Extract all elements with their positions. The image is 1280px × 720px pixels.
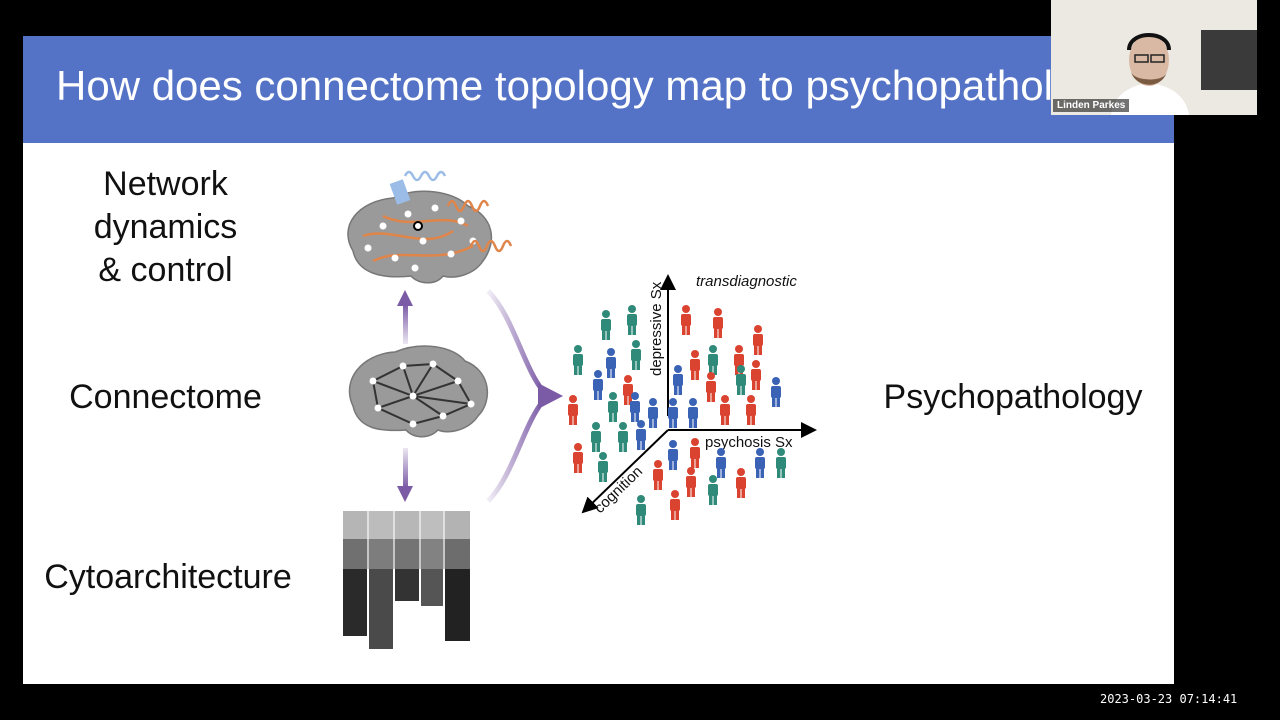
arrow-down-to-cyto xyxy=(397,448,413,502)
person-figure xyxy=(736,468,746,498)
person-figure xyxy=(690,350,700,380)
person-figure xyxy=(601,310,611,340)
brain-connectome-icon xyxy=(348,345,489,438)
axis-label-depressive: depressive Sx xyxy=(648,281,665,376)
axis-label-psychosis: psychosis Sx xyxy=(705,434,793,451)
person-figure xyxy=(673,365,683,395)
person-figure xyxy=(670,490,680,520)
person-figure xyxy=(608,392,618,422)
person-figure xyxy=(708,475,718,505)
label-cytoarchitecture: Cytoarchitecture xyxy=(44,558,292,596)
person-figure xyxy=(598,452,608,482)
webcam-tile[interactable]: Linden Parkes xyxy=(1051,0,1257,115)
person-figure xyxy=(573,345,583,375)
person-figure xyxy=(753,325,763,355)
person-figure xyxy=(668,398,678,428)
person-figure xyxy=(688,398,698,428)
label-transdiagnostic: transdiagnostic xyxy=(696,273,797,290)
recording-timestamp: 2023-03-23 07:14:41 xyxy=(1100,692,1238,706)
person-figure xyxy=(771,377,781,407)
person-figure xyxy=(708,345,718,375)
person-figure xyxy=(720,395,730,425)
participant-video xyxy=(1051,0,1257,115)
person-figure xyxy=(736,365,746,395)
person-figure xyxy=(631,340,641,370)
person-figure xyxy=(686,467,696,497)
diagram: depressive Sx psychosis Sx cognition tra… xyxy=(343,170,817,649)
arrow-up-to-dynamics xyxy=(397,290,413,344)
label-connectome: Connectome xyxy=(69,378,262,416)
person-figure xyxy=(573,443,583,473)
person-figure xyxy=(627,305,637,335)
cytoarchitecture-image xyxy=(343,511,470,649)
person-figure xyxy=(755,448,765,478)
slide-header: How does connectome topology map to psyc… xyxy=(23,36,1174,143)
person-figure xyxy=(606,348,616,378)
person-figure xyxy=(568,395,578,425)
person-figure xyxy=(706,372,716,402)
person-figure xyxy=(623,375,633,405)
person-figure xyxy=(716,448,726,478)
person-figure xyxy=(636,420,646,450)
people-cloud xyxy=(568,305,786,525)
person-figure xyxy=(593,370,603,400)
person-figure xyxy=(776,448,786,478)
label-psychopathology: Psychopathology xyxy=(883,378,1143,416)
person-figure xyxy=(751,360,761,390)
axis-depressive: depressive Sx xyxy=(648,274,676,416)
slide: How does connectome topology map to psyc… xyxy=(23,36,1174,684)
person-figure xyxy=(681,305,691,335)
axis-psychosis: psychosis Sx xyxy=(668,422,817,451)
slide-title: How does connectome topology map to psyc… xyxy=(56,62,1145,109)
person-figure xyxy=(648,398,658,428)
participant-name: Linden Parkes xyxy=(1053,99,1130,112)
person-figure xyxy=(630,392,640,422)
person-figure xyxy=(636,495,646,525)
brain-dynamics-icon xyxy=(347,170,513,284)
person-figure xyxy=(653,460,663,490)
person-figure xyxy=(591,422,601,452)
person-figure xyxy=(690,438,700,468)
person-figure xyxy=(618,422,628,452)
person-figure xyxy=(668,440,678,470)
person-figure xyxy=(713,308,723,338)
arrow-converge-to-psychopathology xyxy=(486,289,563,503)
person-figure xyxy=(746,395,756,425)
label-network-dynamics: Network dynamics & control xyxy=(93,165,238,289)
